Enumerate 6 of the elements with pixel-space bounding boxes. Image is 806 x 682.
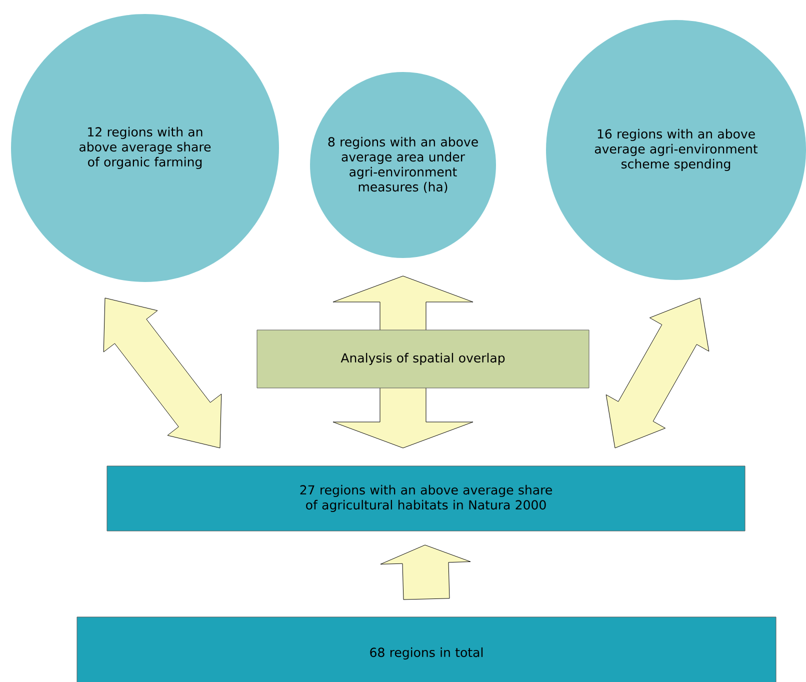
- block-arrow: [606, 298, 710, 448]
- block-arrow: [103, 298, 222, 448]
- block-arrow: [380, 544, 471, 600]
- region-box: 68 regions in total: [76, 616, 776, 682]
- region-box: Analysis of spatial overlap: [256, 330, 590, 388]
- region-box: 27 regions with an above average share of agricultural habitats in Natura 2000: [106, 466, 746, 532]
